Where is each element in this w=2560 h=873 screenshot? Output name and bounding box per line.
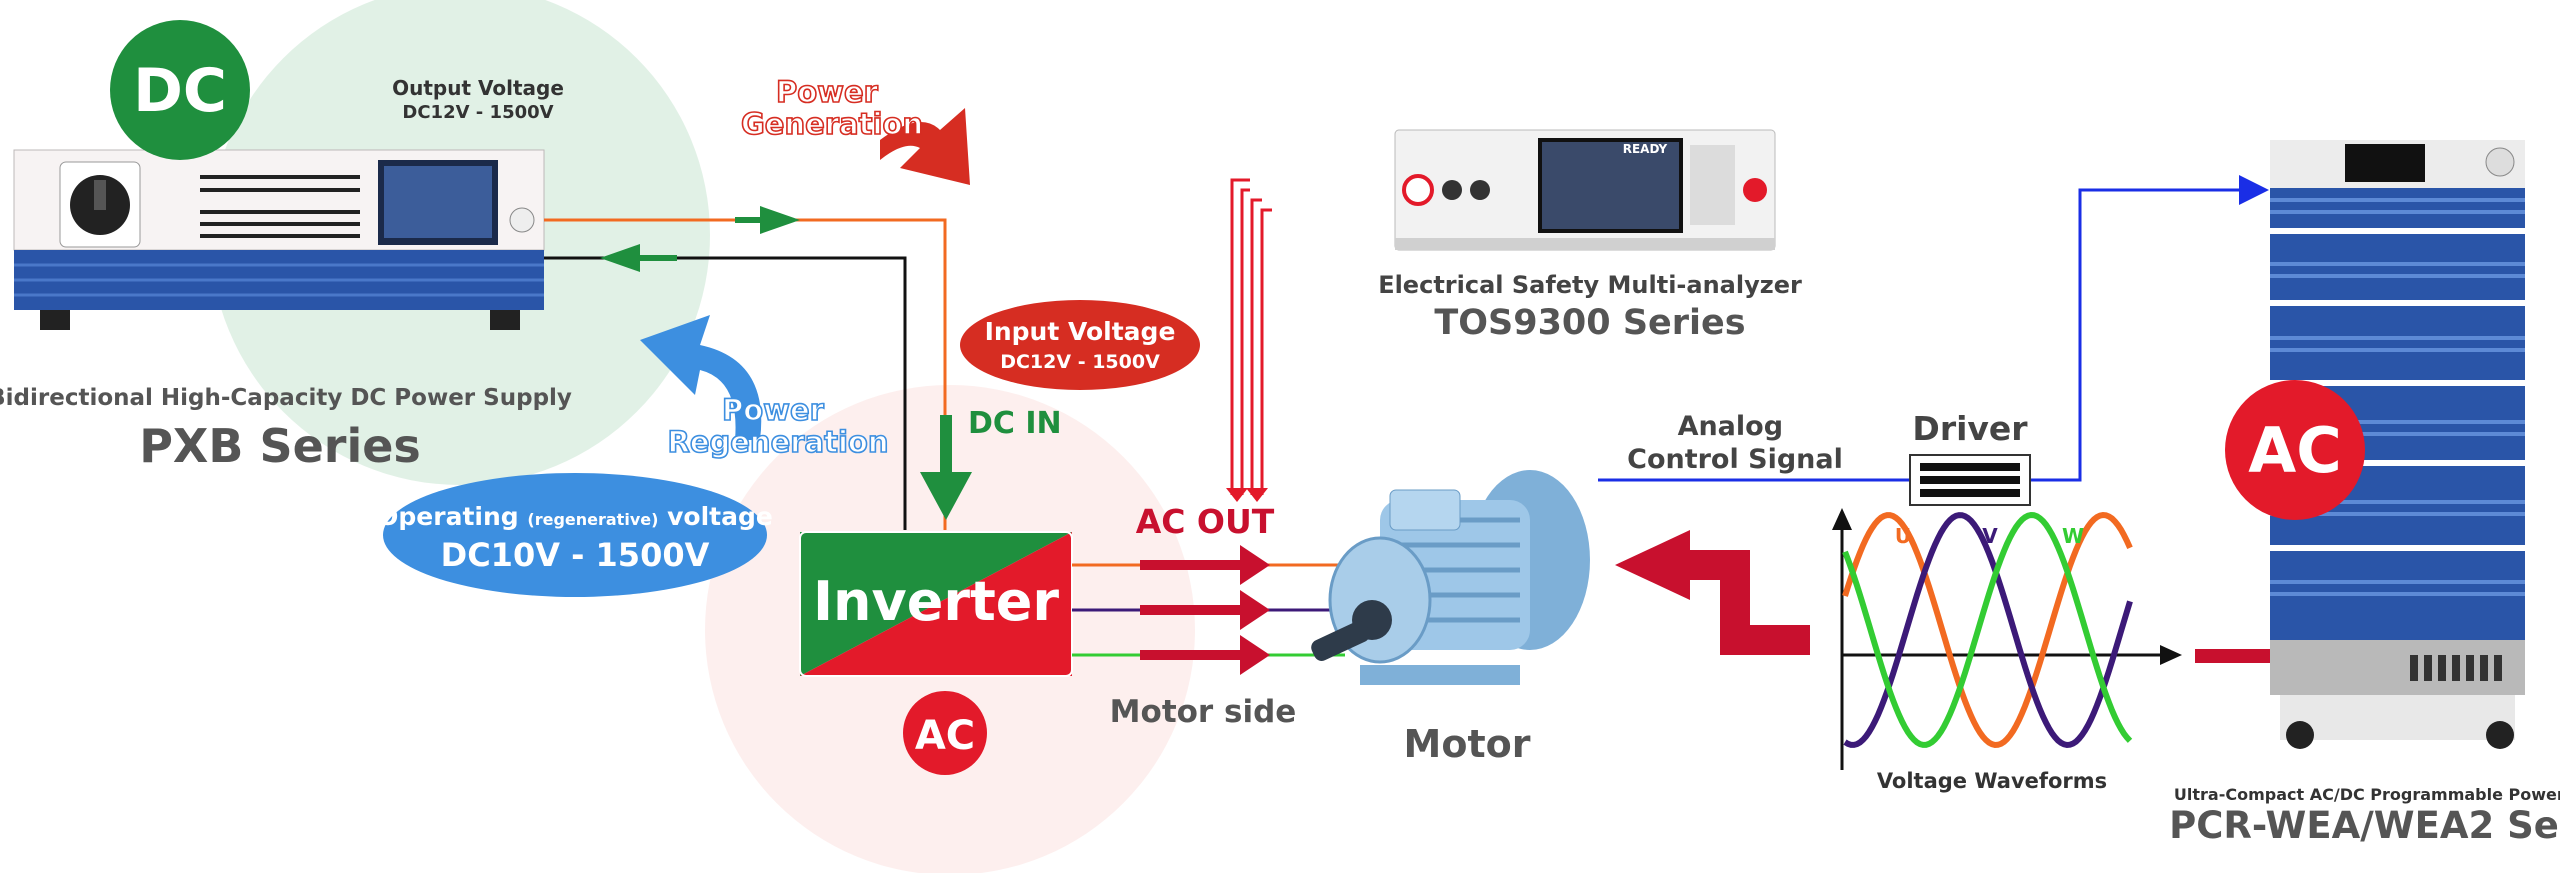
dc-badge-text: DC [133,56,227,126]
tos-test-wires [1226,178,1272,502]
pcr-output-bar [2195,649,2270,663]
pxb-output-voltage-range: DC12V - 1500V [402,102,553,123]
waveform-w-label: W [2062,524,2084,548]
pcr-series: PCR-WEA/WEA2 Series [2169,804,2560,847]
pcr-control-wire [2030,175,2269,482]
analog-control-label: Analog Control Signal [1627,411,1843,475]
power-regeneration-line2: Regeneration [668,425,889,459]
power-generation-arrow [880,108,970,185]
operating-voltage-ellipse [383,473,767,597]
tos-series: TOS9300 Series [1434,303,1745,343]
waveform-u-label: U [1895,524,1911,548]
operating-voltage-label: Operating (regenerative) voltage [377,502,773,531]
feed-arrow [1615,530,1810,655]
ac-badge-supply [2225,380,2365,520]
operating-suffix: voltage [667,502,773,531]
motor-side-label: Motor side [1110,694,1297,730]
motor-illustration [1311,470,1590,685]
ac-out-arrows [1140,545,1270,675]
power-generation-line1: Power [776,75,879,109]
waveform-plot [1832,508,2182,770]
waveform-u [1842,511,2133,749]
waveform-v-label: V [1982,524,1998,548]
inverter-box [799,531,1073,677]
power-regeneration-line1: Power [722,393,825,427]
ac-badge-inverter [903,691,987,775]
pxb-output-voltage-label: Output Voltage [392,76,564,100]
analog-line1: Analog [1678,411,1783,442]
operating-regenerative: (regenerative) [527,510,658,529]
ac-badge-supply-text: AC [2248,414,2341,487]
operating-voltage-range: DC10V - 1500V [441,536,710,574]
motor-label: Motor [1404,722,1531,766]
driver-box [1909,454,2031,506]
power-regeneration-arrow [640,315,762,440]
operating-prefix: Operating [377,502,519,531]
driver-label: Driver [1912,409,2028,448]
ac-badge-inverter-text: AC [915,713,975,759]
dc-in-label: DC IN [968,406,1062,441]
tos-screen-ready: READY [1623,142,1668,156]
pcr-description: Ultra-Compact AC/DC Programmable Power S… [2174,785,2560,804]
analog-line2: Control Signal [1627,444,1843,475]
dc-in-arrow [920,415,972,520]
power-generation-label: Power Generation [741,75,923,141]
waveform-v [1843,512,2133,749]
input-voltage-label: Input Voltage [985,317,1176,346]
dc-badge [110,20,250,160]
inverter-label: Inverter [813,570,1059,633]
pxb-series: PXB Series [139,419,421,473]
waveform-w [1842,511,2133,748]
power-regeneration-label: Power Regeneration [668,393,889,459]
input-voltage-ellipse [960,300,1200,390]
tos-description: Electrical Safety Multi-analyzer [1378,271,1802,299]
ac-out-label: AC OUT [1136,502,1275,541]
pxb-return-wire [544,244,907,530]
pcr-device [2270,140,2525,749]
pxb-device [13,149,545,330]
power-generation-line2: Generation [741,107,923,141]
pxb-description: Bidirectional High-Capacity DC Power Sup… [0,385,572,411]
voltage-waveforms-label: Voltage Waveforms [1877,769,2107,793]
input-voltage-range: DC12V - 1500V [1000,351,1160,373]
tos-device: READY [1394,129,1776,251]
